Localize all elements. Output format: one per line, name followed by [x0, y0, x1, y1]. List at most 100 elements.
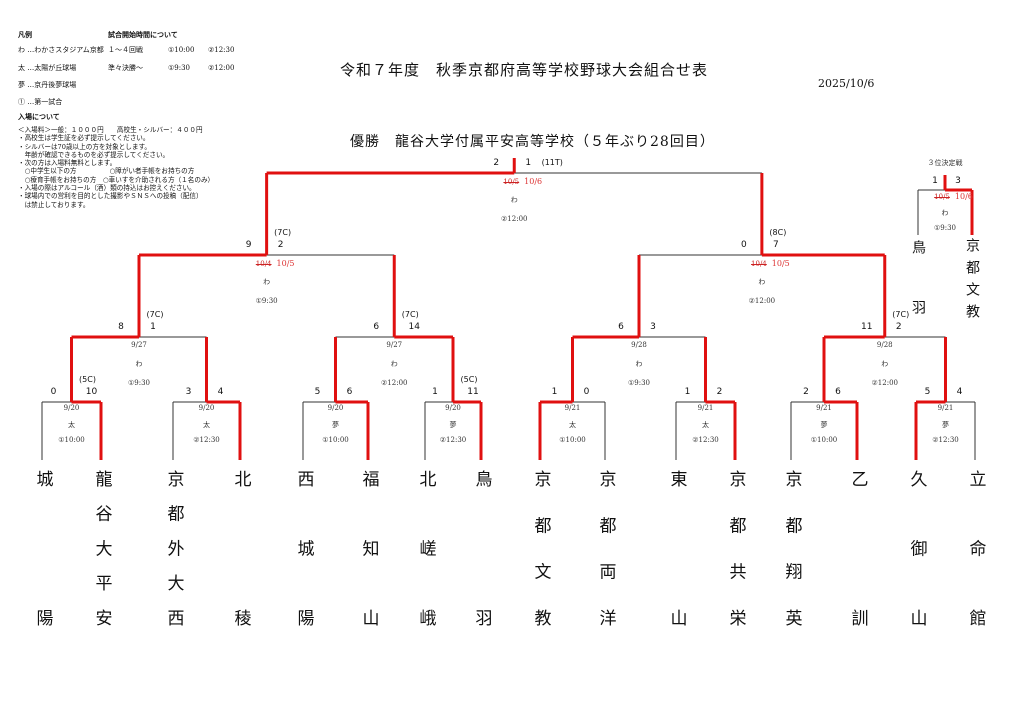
team-name: 北稜 — [230, 470, 251, 724]
admission-line: は禁止しております。 — [18, 200, 90, 209]
match-date: 9/20 — [327, 404, 344, 412]
score-left: 11 — [861, 322, 873, 332]
score-right: 4 — [956, 387, 963, 397]
score-left: 1 — [684, 387, 691, 397]
match-venue: 夢 — [820, 421, 828, 429]
match-time: ①10:00 — [58, 436, 85, 444]
admission-line: ・入場の際はアルコール（酒）類の持込はお控えください。 — [18, 184, 196, 193]
score-left: 1 — [551, 387, 558, 397]
match-venue: わ — [635, 360, 643, 368]
score-left: 6 — [373, 322, 380, 332]
publish-date: 2025/10/6 — [818, 77, 875, 90]
match-time: ②12:30 — [692, 436, 719, 444]
score-left: 1 — [432, 387, 438, 397]
match-date: 9/27 — [386, 341, 403, 349]
admission-line: ・次の方は入場料無料とします。 — [18, 159, 117, 168]
match-time: ②12:00 — [501, 215, 528, 223]
score-right: 3 — [955, 176, 961, 186]
match-date: 9/21 — [697, 404, 714, 412]
team-name: 京都両洋 — [595, 470, 616, 656]
score-left: 5 — [314, 387, 321, 397]
match-time: ②12:00 — [381, 379, 408, 387]
admission-notes: ＜入場料＞一般：１０００円 高校生・シルバー：４００円・高校生は学生証を必ず提示… — [18, 126, 214, 209]
admission-line: ・高校生は学生証を必ず提示してください。 — [18, 134, 150, 143]
cancelled-date: 10/5 — [503, 178, 520, 186]
score-left: 3 — [185, 387, 192, 397]
score-right: 2 — [277, 240, 284, 250]
match-venue: わ — [390, 360, 398, 368]
match-venue: 太 — [569, 421, 576, 429]
score-right: 6 — [346, 387, 353, 397]
match-time: ②12:30 — [439, 436, 467, 444]
score-left: 2 — [803, 387, 809, 397]
third-place-team: 京都文教 — [964, 238, 980, 326]
third-place-title: ３位決定戦 — [927, 159, 963, 167]
match-venue: わ — [135, 360, 143, 368]
match-venue: 太 — [203, 421, 210, 429]
match-date: 9/21 — [564, 404, 581, 412]
team-name: 城陽 — [32, 470, 53, 724]
match-label: (7C) — [401, 310, 419, 319]
score-right: 0 — [583, 387, 590, 397]
match-date: 9/21 — [816, 404, 832, 412]
admission-heading: 入場について — [18, 113, 60, 121]
score-left: 8 — [118, 322, 124, 332]
match-date: 9/20 — [63, 404, 80, 412]
admission-line: ・シルバーは70歳以上の方を対象とします。 — [18, 142, 152, 151]
legend-item: 太 …太陽が丘球場 — [18, 64, 77, 72]
match-time: ②12:00 — [748, 297, 776, 305]
match-venue: わ — [263, 278, 271, 286]
match-date: 9/27 — [131, 341, 147, 349]
team-name: 龍谷大平安 — [91, 470, 112, 644]
match-venue: 夢 — [332, 421, 339, 429]
match-time: ②12:00 — [871, 379, 898, 387]
third-place-team: 鳥羽 — [910, 240, 926, 360]
score-right: 4 — [217, 387, 224, 397]
team-name: 京都翔英 — [781, 470, 802, 656]
start-times-heading: 試合開始時間について — [108, 31, 178, 39]
match-time: ①10:00 — [810, 436, 838, 444]
match-venue: わ — [941, 209, 949, 217]
admission-line: ・球場内での営利を目的とした撮影やＳＮＳへの投稿（配信） — [18, 192, 203, 201]
champion-banner: 優勝 龍谷大学付属平安高等学校（５年ぶり28回目） — [350, 134, 715, 150]
match-time: ①9:30 — [255, 297, 278, 305]
match-label: (11T) — [541, 158, 563, 167]
match-date: 9/28 — [631, 341, 647, 349]
match-label: (7C) — [892, 310, 910, 319]
legend-item: ① …第一試合 — [18, 98, 63, 106]
match-venue: わ — [881, 360, 889, 368]
match-time: ①9:30 — [628, 379, 650, 387]
score-right: 3 — [650, 322, 656, 332]
match-venue: 太 — [68, 421, 75, 429]
team-name: 立命館 — [965, 470, 986, 679]
team-name: 北嵯峨 — [415, 470, 436, 679]
admission-line: 年齢が確認できるものを必ず提示してください。 — [18, 150, 170, 159]
team-name: 京都文教 — [530, 470, 551, 656]
score-right: 1 — [150, 322, 156, 332]
match-label: (7C) — [274, 228, 292, 237]
score-right: 10 — [85, 387, 98, 397]
score-right: 2 — [716, 387, 723, 397]
match-label: (5C) — [460, 375, 478, 384]
admission-line: ○療育手帳をお持ちの方 ○車いすを介助される方（１名のみ） — [18, 175, 215, 184]
match-date: 9/20 — [198, 404, 215, 412]
match-time: ①9:30 — [128, 379, 150, 387]
score-left: 1 — [932, 176, 938, 186]
score-right: 11 — [467, 387, 479, 397]
score-right: 1 — [525, 158, 532, 168]
team-name: 西城陽 — [293, 470, 314, 679]
legend-item: 夢 …京丹後夢球場 — [18, 81, 77, 89]
match-date: 9/21 — [937, 404, 954, 412]
team-name: 乙訓 — [847, 470, 868, 724]
rescheduled-date: 10/5 — [276, 259, 295, 268]
match-venue: 夢 — [942, 421, 949, 429]
score-right: 6 — [835, 387, 841, 397]
match-label: (5C) — [79, 375, 96, 384]
cancelled-date: 10/4 — [751, 260, 767, 268]
team-name: 久御山 — [906, 470, 927, 679]
